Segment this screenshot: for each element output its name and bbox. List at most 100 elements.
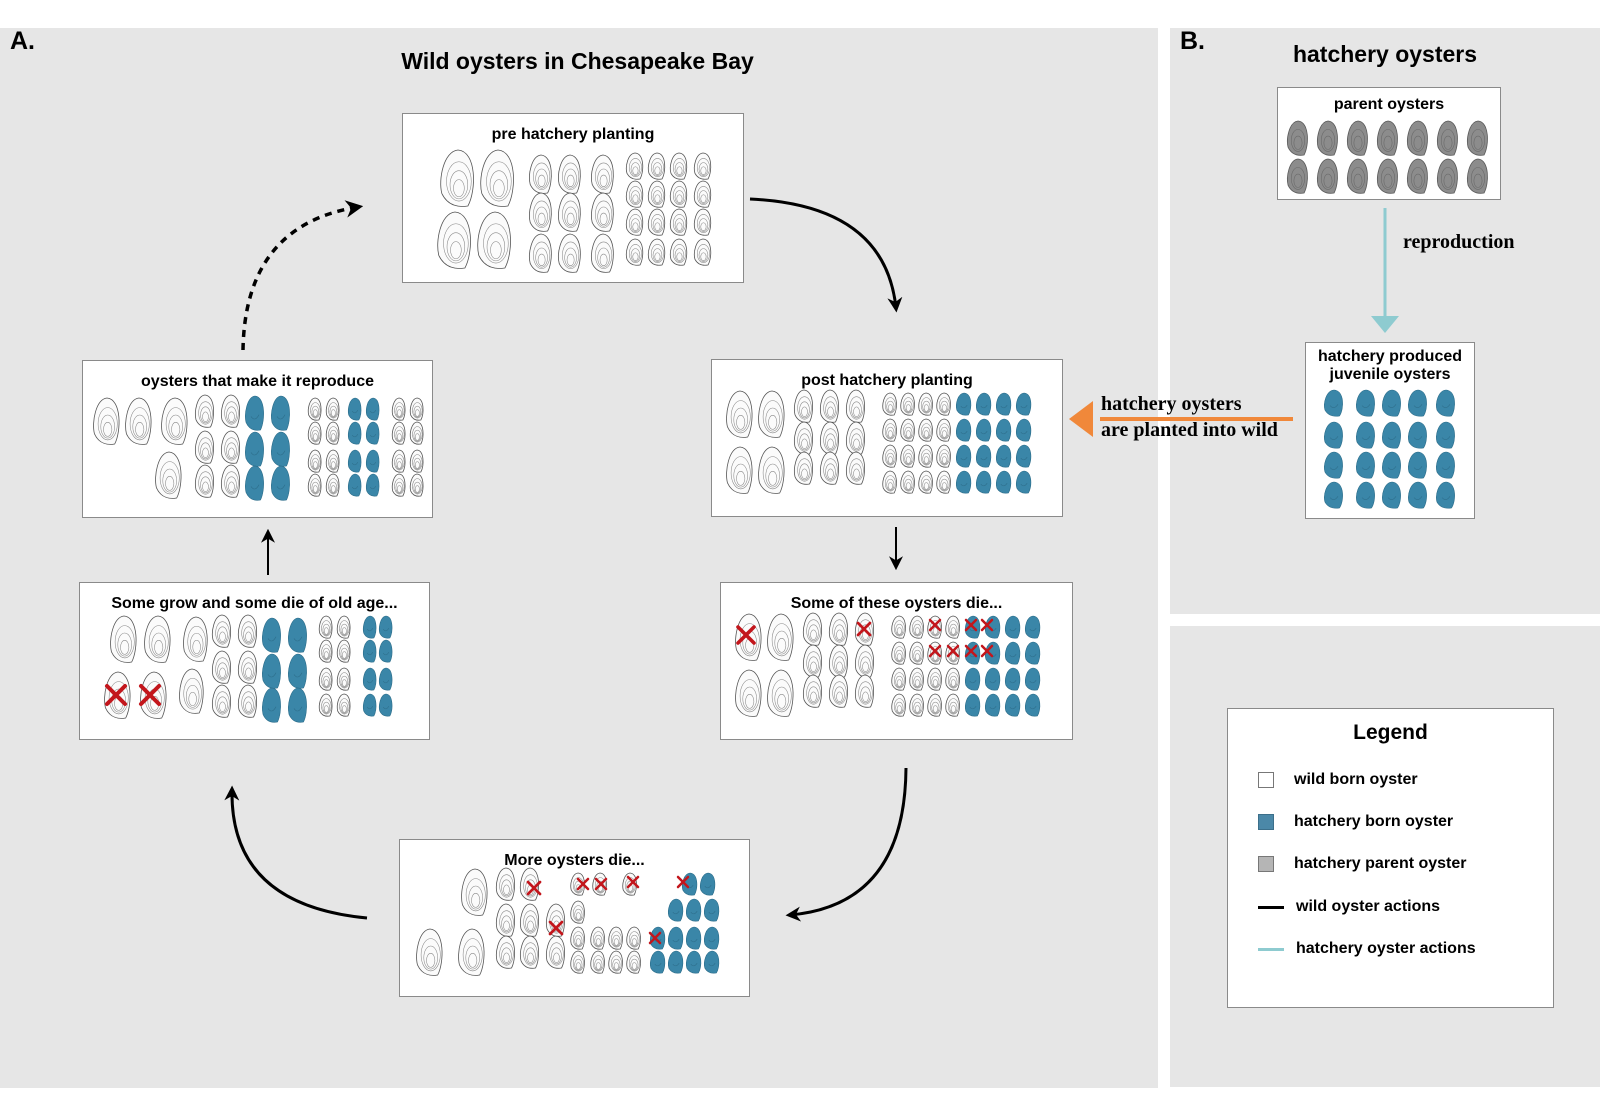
hatchery-oyster-icon xyxy=(985,693,1001,717)
wild-oyster-icon xyxy=(93,397,120,445)
wild-oyster-icon xyxy=(669,152,688,180)
wild-oyster-icon xyxy=(936,418,951,442)
wild-oyster-icon xyxy=(179,668,204,714)
wild-oyster-icon xyxy=(803,644,822,678)
hatchery-oyster-icon xyxy=(1005,693,1021,717)
wild-oyster-icon xyxy=(758,390,785,438)
wild-oyster-icon xyxy=(325,473,340,497)
wild-oyster-icon xyxy=(669,208,688,236)
wild-oyster-icon xyxy=(195,430,214,464)
wild-oyster-icon xyxy=(767,613,794,661)
death-mark-icon xyxy=(594,877,608,891)
hatchery-oyster-icon xyxy=(363,667,377,691)
hatchery-oyster-icon xyxy=(1016,470,1032,494)
wild-oyster-icon xyxy=(625,208,644,236)
wild-oyster-icon xyxy=(558,154,581,194)
hatchery-oyster-icon xyxy=(1016,392,1032,416)
wild-oyster-icon xyxy=(391,449,406,473)
box-title-line2: juvenile oysters xyxy=(1329,366,1451,383)
wild-oyster-icon xyxy=(758,446,785,494)
hatchery-oyster-icon xyxy=(348,473,362,497)
wild-oyster-icon xyxy=(391,421,406,445)
death-mark-icon xyxy=(648,931,662,945)
stage-pre-hatchery-planting: pre hatchery planting xyxy=(402,113,744,283)
hatchery-oyster-icon xyxy=(366,449,380,473)
cycle-arrows xyxy=(224,197,908,922)
wild-oyster-icon xyxy=(927,667,942,691)
parent-oyster-icon xyxy=(1407,158,1428,194)
wild-oyster-icon xyxy=(183,616,208,662)
hatchery-oyster-icon xyxy=(1382,421,1401,449)
death-mark-icon xyxy=(676,875,690,889)
wild-oyster-icon xyxy=(496,903,515,937)
wild-oyster-icon xyxy=(496,867,515,901)
panel-b-letter: B. xyxy=(1180,27,1205,55)
hatchery-oyster-icon xyxy=(985,667,1001,691)
wild-oyster-icon xyxy=(918,470,933,494)
hatchery-oyster-icon xyxy=(1016,418,1032,442)
hatchery-oyster-icon xyxy=(700,872,716,896)
wild-oyster-icon xyxy=(909,641,924,665)
hatchery-oyster-icon xyxy=(245,465,264,501)
wild-oyster-icon xyxy=(161,397,188,445)
hatchery-oyster-icon xyxy=(668,950,684,974)
hatchery-oyster-icon xyxy=(1356,451,1375,479)
wild-oyster-icon xyxy=(125,397,152,445)
hatchery-oyster-icon xyxy=(1025,615,1041,639)
wild-oyster-icon xyxy=(803,612,822,646)
hatchery-oyster-icon xyxy=(1025,667,1041,691)
wild-oyster-icon xyxy=(570,950,585,974)
arrow-pre-to-post xyxy=(749,197,903,313)
hatchery-oyster-icon xyxy=(956,418,972,442)
wild-oyster-icon xyxy=(195,464,214,498)
wild-oyster-icon xyxy=(529,154,552,194)
wild-oyster-icon xyxy=(325,421,340,445)
legend-item-hatchery: hatchery born oyster xyxy=(1258,810,1453,834)
hatchery-oyster-icon xyxy=(1005,641,1021,665)
wild-oyster-icon xyxy=(591,154,614,194)
wild-oyster-icon xyxy=(767,669,794,717)
wild-oyster-icon xyxy=(735,669,762,717)
white-square-icon xyxy=(1258,772,1274,788)
wild-oyster-icon xyxy=(409,397,424,421)
hatchery-oyster-icon xyxy=(956,444,972,468)
wild-oyster-icon xyxy=(238,650,257,684)
parent-oyster-icon xyxy=(1347,120,1368,156)
hatchery-oyster-icon xyxy=(366,473,380,497)
death-mark-icon xyxy=(736,625,756,645)
wild-oyster-icon xyxy=(820,451,839,485)
hatchery-oyster-icon xyxy=(996,418,1012,442)
hatchery-oyster-icon xyxy=(271,465,290,501)
blue-square-icon xyxy=(1258,814,1274,830)
hatchery-oyster-icon xyxy=(1408,481,1427,509)
wild-oyster-icon xyxy=(608,950,623,974)
wild-oyster-icon xyxy=(918,418,933,442)
wild-oyster-icon xyxy=(846,451,865,485)
stage-title: pre hatchery planting xyxy=(491,126,655,143)
stage-more-die: More oysters die... xyxy=(399,839,750,997)
legend: Legend wild born oyster hatchery born oy… xyxy=(1227,708,1554,1008)
wild-oyster-icon xyxy=(318,639,333,663)
wild-oyster-icon xyxy=(409,421,424,445)
death-mark-icon xyxy=(104,683,128,707)
hatchery-oyster-icon xyxy=(996,444,1012,468)
wild-oyster-icon xyxy=(336,639,351,663)
hatchery-oyster-icon xyxy=(262,687,281,723)
wild-oyster-icon xyxy=(477,211,511,269)
wild-oyster-icon xyxy=(927,693,942,717)
wild-oyster-icon xyxy=(669,180,688,208)
legend-label: hatchery born oyster xyxy=(1294,813,1454,830)
wild-oyster-icon xyxy=(693,238,712,266)
stage-reproduce: oysters that make it reproduce xyxy=(82,360,433,518)
wild-oyster-icon xyxy=(829,674,848,708)
death-mark-icon xyxy=(626,875,640,889)
hatchery-oyster-icon xyxy=(1436,389,1455,417)
hatchery-oyster-icon xyxy=(363,639,377,663)
death-mark-icon xyxy=(946,644,960,658)
hatchery-oyster-icon xyxy=(366,397,380,421)
wild-oyster-icon xyxy=(891,641,906,665)
wild-oyster-icon xyxy=(647,180,666,208)
hatchery-oyster-icon xyxy=(1382,451,1401,479)
hatchery-oyster-icon xyxy=(363,615,377,639)
hatchery-oyster-icon xyxy=(704,898,720,922)
